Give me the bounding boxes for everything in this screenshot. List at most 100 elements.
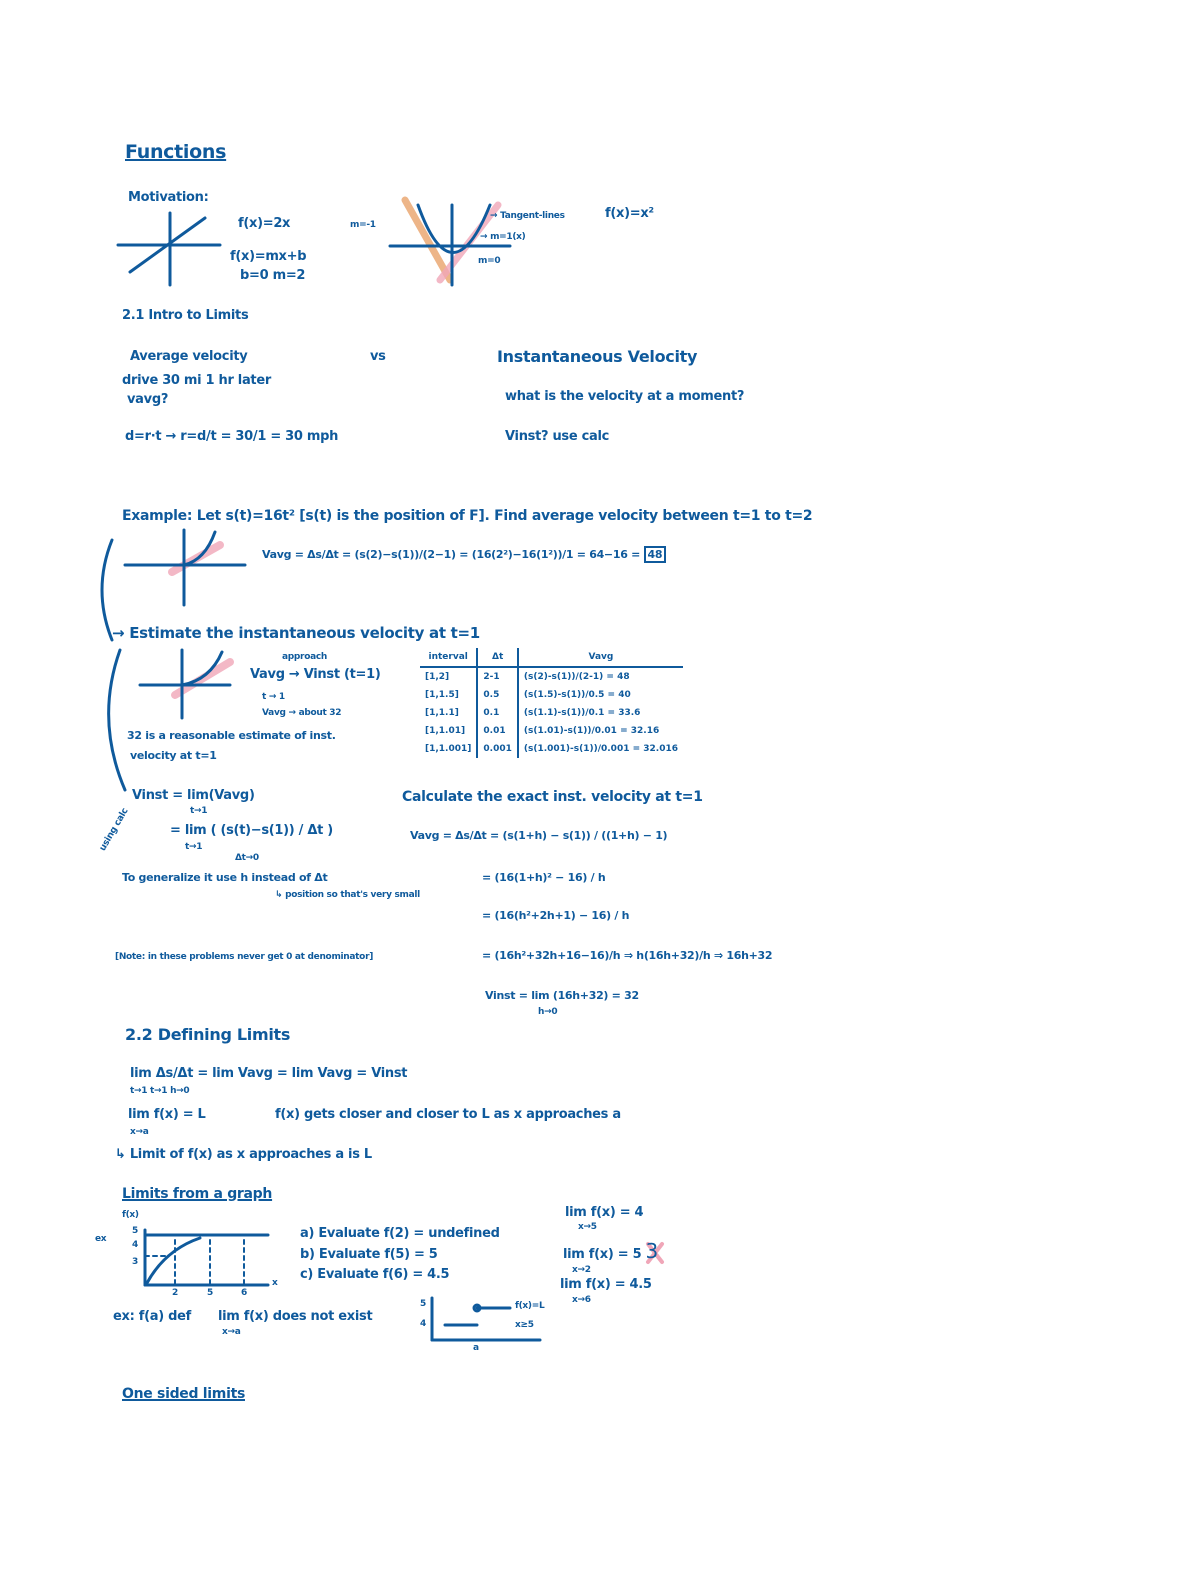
cell: (s(1.001)-s(1))/0.001 = 32.016 — [523, 744, 679, 754]
lim-expr: = lim ( (s(t)−s(1)) / Δt ) — [170, 823, 333, 838]
bracket-2 — [107, 648, 127, 792]
cell: (s(1.01)-s(1))/0.01 = 32.16 — [523, 726, 660, 736]
cell: 0.1 — [477, 704, 519, 722]
linear-params: b=0 m=2 — [240, 268, 306, 283]
corrected-value: 3 — [645, 1239, 659, 1263]
table-row: [1,1.01]0.01 (s(1.01)-s(1))/0.01 = 32.16 — [420, 722, 683, 740]
lim-x-2: lim f(x) = 5 3 — [563, 1240, 658, 1266]
reasonable-estimate: 32 is a reasonable estimate of inst. — [127, 729, 336, 742]
estimate-heading: → Estimate the instantaneous velocity at… — [112, 624, 480, 642]
lim-x-2-sub: x→2 — [572, 1265, 591, 1275]
defining-line-1-sub: t→1 t→1 h→0 — [130, 1086, 190, 1096]
cell: [1,1.001] — [420, 740, 479, 758]
dt-to-0: Δt→0 — [235, 853, 259, 863]
note-text: [Note: in these problems never get 0 at … — [115, 952, 374, 962]
step-y-tick: 5 — [420, 1299, 426, 1309]
parabola-eq: f(x)=x² — [605, 206, 654, 221]
example-statement: Example: Let s(t)=16t² [s(t) is the posi… — [122, 508, 813, 524]
question-b: b) Evaluate f(5) = 5 — [300, 1247, 438, 1262]
question-c: c) Evaluate f(6) = 4.5 — [300, 1267, 450, 1282]
avg-velocity-label: Average velocity — [130, 349, 248, 364]
cell: 2-1 — [477, 667, 519, 686]
linear-general: f(x)=mx+b — [230, 249, 307, 264]
cell: [1,1.01] — [420, 722, 479, 740]
slope-neg: m=-1 — [350, 220, 376, 230]
linear-graph-sketch — [116, 211, 222, 287]
lim-x-2-text: lim f(x) = — [563, 1247, 633, 1262]
y-tick: 4 — [132, 1240, 138, 1250]
defining-heading: 2.2 Defining Limits — [125, 1025, 291, 1044]
defining-line-1: lim Δs/Δt = lim Vavg = lim Vavg = Vinst — [130, 1066, 408, 1081]
col-interval: interval — [420, 648, 479, 668]
graph-section-heading: Limits from a graph — [122, 1186, 273, 1202]
slope-pos: → m=1(x) — [480, 232, 526, 242]
table-row: [1,2]2-1(s(2)-s(1))/(2-1) = 48 — [420, 667, 683, 686]
derivation-step-4: = (16h²+32h+16−16)/h ⇒ h(16h+32)/h ⇒ 16h… — [482, 949, 773, 962]
lim-x-5: lim f(x) = 4 — [565, 1205, 644, 1220]
vinst-question: Vinst? use calc — [505, 429, 610, 444]
parabola-tangent-sketch — [388, 196, 512, 287]
reasonable-estimate-2: velocity at t=1 — [130, 749, 217, 762]
vavg-about: Vavg → about 32 — [262, 708, 342, 718]
vavg-to-vinst: Vavg → Vinst (t=1) — [250, 667, 381, 682]
dne-text: lim f(x) does not exist — [218, 1309, 373, 1324]
step-graph-sketch — [430, 1296, 542, 1342]
inst-velocity-label: Instantaneous Velocity — [497, 347, 698, 366]
motivation-label: Motivation: — [128, 190, 209, 205]
derivation-step-3: = (16(h²+2h+1) − 16) / h — [482, 909, 630, 922]
fx-label: f(x) — [122, 1210, 139, 1220]
defining-line-3: ↳ Limit of f(x) as x approaches a is L — [115, 1147, 372, 1162]
ex-label: ex — [95, 1234, 107, 1244]
bracket-1 — [100, 538, 114, 642]
vavg-table: interval Δt Vavg [1,2]2-1(s(2)-s(1))/(2-… — [420, 648, 684, 758]
derivation-step-5: Vinst = lim (16h+32) = 32 — [485, 989, 639, 1002]
vavg-calc: Vavg = Δs/Δt = (s(2)−s(1))/(2−1) = (16(2… — [262, 546, 667, 563]
dne-sub: x→a — [222, 1327, 241, 1337]
step-y-tick: 4 — [420, 1319, 426, 1329]
cell: 0.01 — [477, 722, 519, 740]
tangent-lines: → Tangent-lines — [490, 211, 565, 221]
derivation-step-1: Vavg = Δs/Δt = (s(1+h) − s(1)) / ((1+h) … — [410, 829, 668, 842]
y-tick: 5 — [132, 1226, 138, 1236]
lim-x-5-sub: x→5 — [578, 1222, 597, 1232]
vinst-lim: Vinst = lim(Vavg) — [132, 788, 255, 803]
step-fx: f(x)=L — [515, 1301, 545, 1311]
table-header: interval Δt Vavg — [420, 648, 684, 668]
x-tick: 6 — [241, 1288, 247, 1298]
cell: (s(1.1)-s(1))/0.1 = 33.6 — [523, 708, 641, 718]
cell: (s(2)-s(1))/(2-1) = 48 — [523, 672, 630, 682]
calc-heading: Calculate the exact inst. velocity at t=… — [402, 789, 703, 805]
cell: [1,1.5] — [420, 686, 479, 704]
vs-label: vs — [370, 349, 386, 364]
limit-graph-sketch — [143, 1228, 270, 1287]
vavg-calc-text: Vavg = Δs/Δt = (s(2)−s(1))/(2−1) = (16(2… — [262, 548, 641, 561]
cell: 0.5 — [477, 686, 519, 704]
vinst-lim-sub: t→1 — [190, 806, 208, 816]
x-label: x — [272, 1278, 278, 1288]
t-to-1: t → 1 — [262, 692, 285, 702]
distance-formula: d=r·t → r=d/t = 30/1 = 30 mph — [125, 429, 339, 444]
table-row: [1,1.001]0.001(s(1.001)-s(1))/0.001 = 32… — [420, 740, 683, 758]
defining-line-2: lim f(x) = L — [128, 1107, 206, 1122]
lim-x-6-sub: x→6 — [572, 1295, 591, 1305]
generalize-text-2: ↳ position so that's very small — [275, 890, 420, 900]
page-title: Functions — [125, 141, 227, 163]
ex-fa-def: ex: f(a) def — [113, 1309, 191, 1324]
cell: (s(1.5)-s(1))/0.5 = 40 — [523, 690, 631, 700]
intro-heading: 2.1 Intro to Limits — [122, 308, 249, 323]
derivation-step-2: = (16(1+h)² − 16) / h — [482, 871, 606, 884]
x-tick: 2 — [172, 1288, 178, 1298]
struck-value: 5 — [632, 1247, 642, 1262]
table-row: [1,1.5]0.5 (s(1.5)-s(1))/0.5 = 40 — [420, 686, 683, 704]
vavg-result: 48 — [643, 546, 667, 563]
approach-label: approach — [282, 652, 327, 662]
estimate-graph-sketch — [138, 648, 234, 720]
x-tick: 5 — [207, 1288, 213, 1298]
one-sided-heading: One sided limits — [122, 1386, 245, 1402]
question-a: a) Evaluate f(2) = undefined — [300, 1226, 500, 1241]
step-cond: x≥5 — [515, 1320, 534, 1330]
defining-line-2-desc: f(x) gets closer and closer to L as x ap… — [275, 1107, 621, 1122]
h-to-0: h→0 — [538, 1007, 558, 1017]
moment-question: what is the velocity at a moment? — [505, 389, 745, 404]
